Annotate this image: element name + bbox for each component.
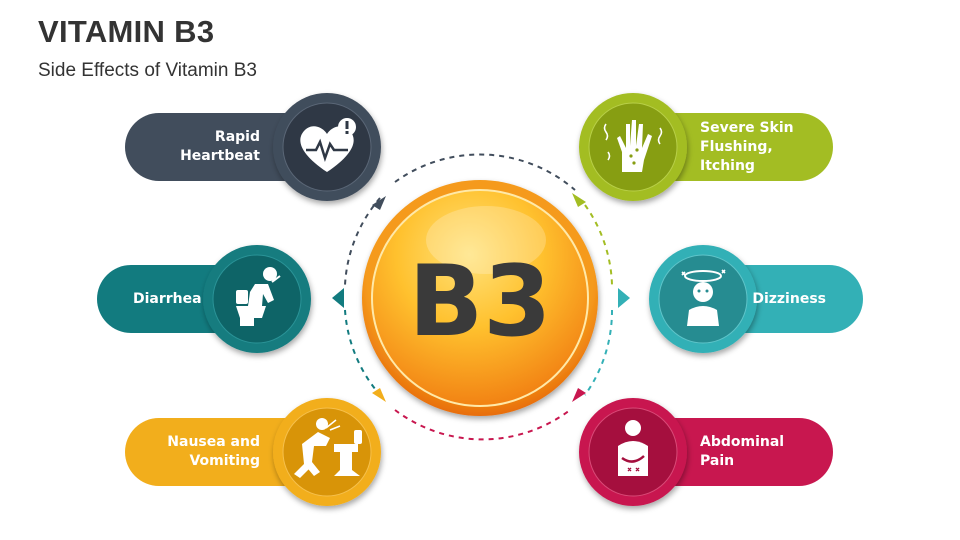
label-line-2: Pain [700,453,735,469]
arrowhead-top-left [372,196,386,210]
item-diarrhea [97,245,311,353]
label-line-2: Vomiting [189,453,260,469]
b3-orb: B3 [362,180,598,416]
b3-center-text: B3 [409,245,552,359]
dizzy-person-icon [681,269,726,326]
label-nausea: Nausea and Vomiting [150,418,260,486]
arc-bottom-right [584,309,614,396]
label-line-1: Nausea and [167,434,260,450]
label-line-1: Abdominal [700,434,785,450]
label-line-1: Dizziness [752,290,826,307]
arrowhead-bottom-right [572,388,586,402]
item-abdominal-pain [579,398,833,506]
label-line-2: Flushing, Itching [700,138,773,174]
arrowhead-bottom-left [372,388,386,402]
toilet-person-icon [236,267,281,326]
arc-top-right [584,204,613,286]
item-skin-flushing [579,93,833,201]
page-title: VITAMIN B3 [38,14,215,49]
label-line-2: Heartbeat [180,148,260,164]
itchy-hand-icon [603,120,663,172]
arc-bottom [394,409,571,441]
label-rapid-heartbeat: Rapid Heartbeat [150,113,260,181]
label-line-1: Diarrhea [133,290,202,307]
heart-pulse-icon [300,118,356,172]
arc-bottom-left [344,309,381,396]
page-subtitle: Side Effects of Vitamin B3 [38,60,257,81]
dashed-connector-ring [344,153,614,441]
item-rapid-heartbeat [125,93,381,201]
label-line-1: Severe Skin [700,119,794,136]
label-abdominal-pain: Abdominal Pain [700,418,820,486]
label-line-1: Rapid [214,129,260,145]
arrowhead-top-right [572,193,586,207]
arc-arrowheads [332,193,630,402]
vomiting-person-icon [294,418,362,478]
item-nausea [125,398,381,506]
arrowhead-left [332,288,344,308]
label-diarrhea: Diarrhea [133,265,223,333]
stomach-pain-icon [618,420,648,476]
label-skin-flushing: Severe Skin Flushing, Itching [700,113,830,181]
arrowhead-right [618,288,630,308]
label-dizziness: Dizziness [740,265,826,333]
item-dizziness [649,245,863,353]
